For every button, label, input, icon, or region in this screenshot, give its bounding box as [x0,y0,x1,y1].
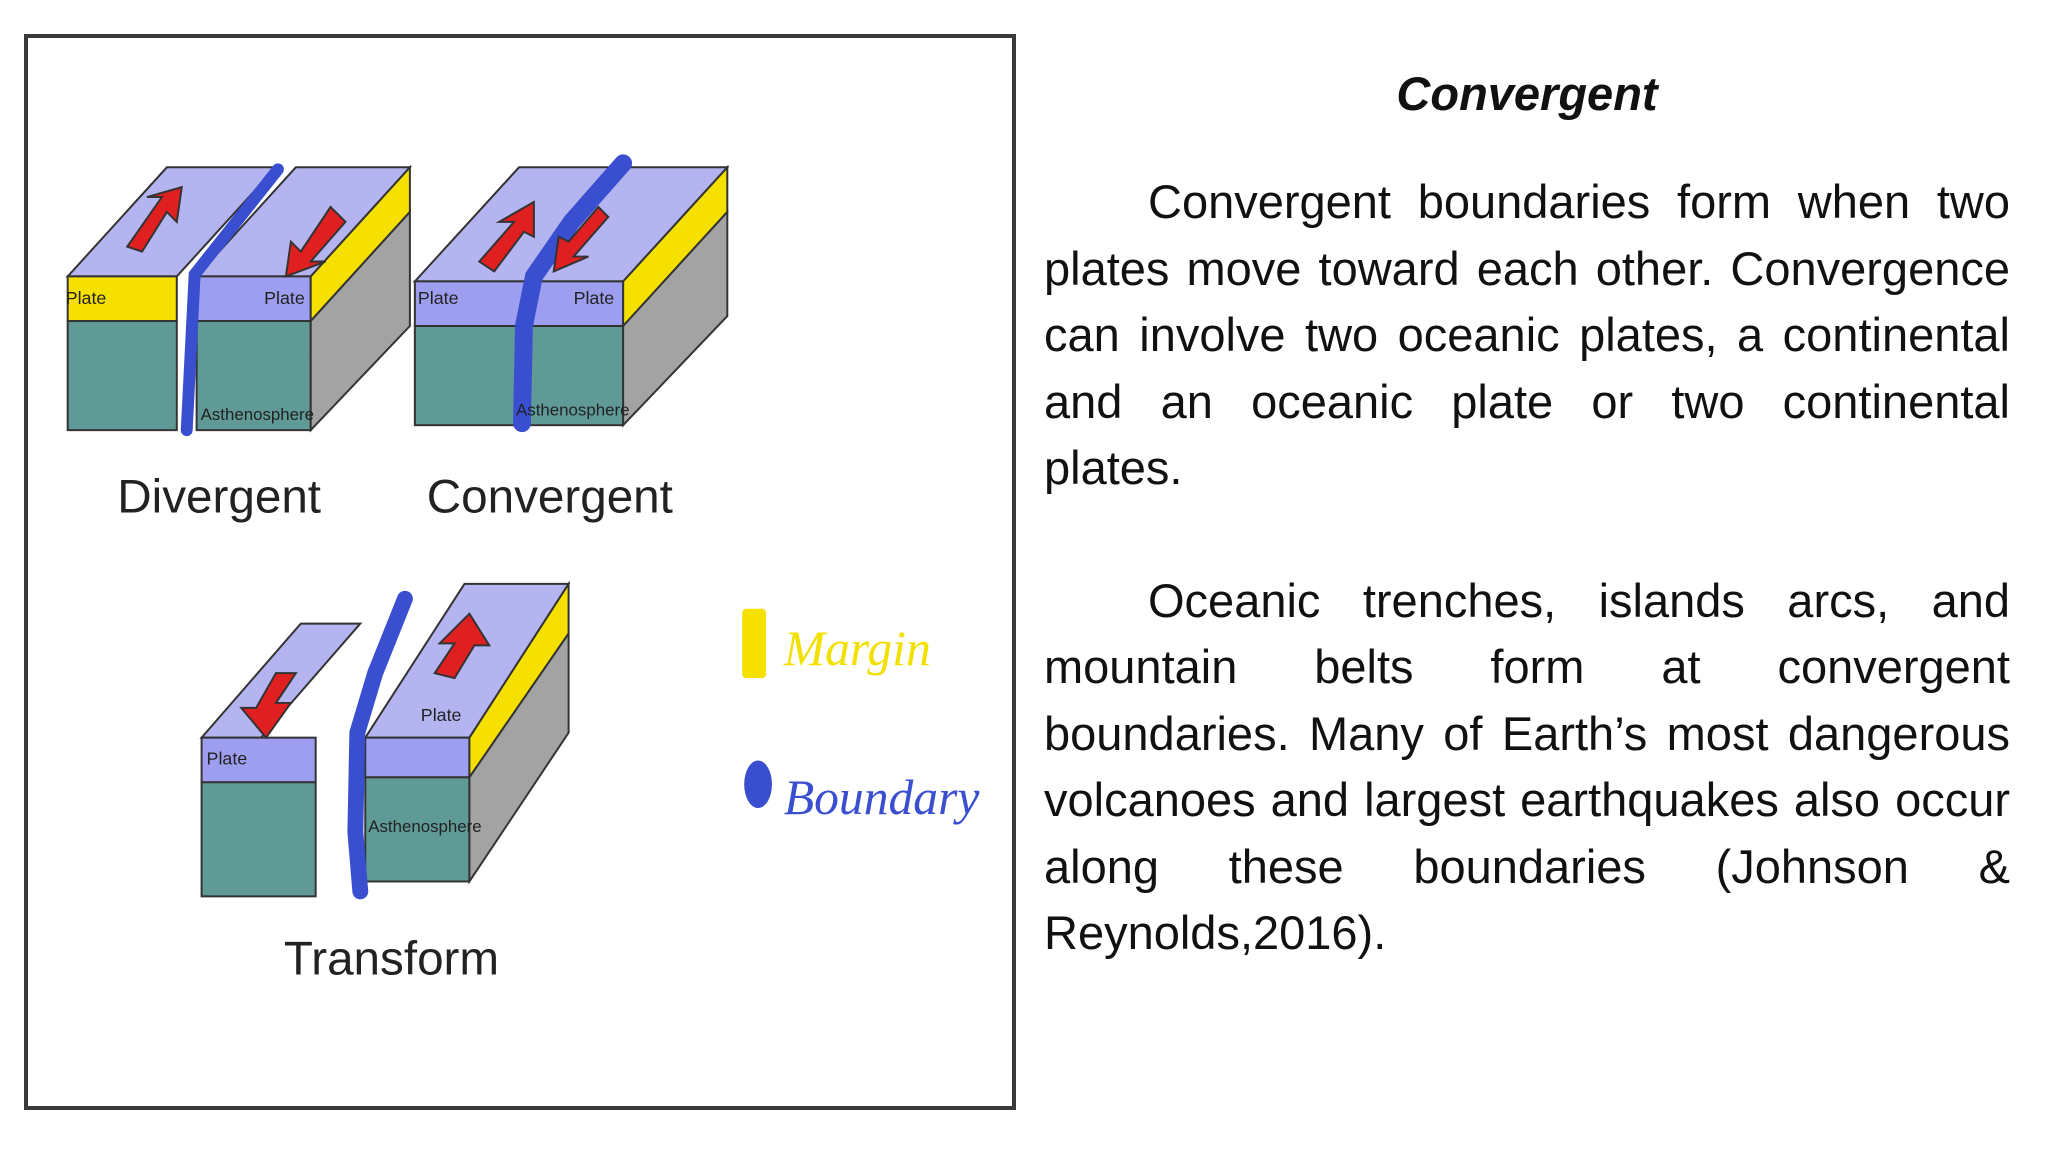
figure-frame: Plate Plate Asthenosphere Divergent Plat… [24,34,1016,1110]
arrow-down-icon [239,672,298,740]
convergent-block [412,154,730,433]
divergent-plate-right-label: Plate [264,288,305,308]
divergent-asthenosphere-label: Asthenosphere [201,405,314,424]
transform-title: Transform [284,933,499,986]
transform-asthenosphere-label: Asthenosphere [368,817,481,836]
divergent-title: Divergent [117,470,321,523]
convergent-plate-right-label: Plate [574,288,615,308]
divergent-plate-left-label: Plate [66,288,107,308]
transform-block [199,580,571,900]
convergent-plate-left-label: Plate [418,288,459,308]
legend-margin-label: Margin [783,621,931,676]
plate-boundaries-diagram: Plate Plate Asthenosphere Divergent Plat… [65,154,981,986]
arrow-up-icon [433,612,492,680]
transform-plate-right-label: Plate [421,705,462,725]
boundary-swatch-icon [744,760,772,809]
paragraph-1: Convergent boundaries form when two plat… [1044,175,2010,494]
arrow-right-icon [284,205,347,278]
section-heading: Convergent [1396,67,1658,120]
convergent-asthenosphere-label: Asthenosphere [516,400,629,419]
transform-plate-left-label: Plate [207,748,248,768]
margin-swatch-icon [742,608,766,679]
legend-boundary-label: Boundary [784,770,981,825]
divergent-block [65,163,413,437]
text-panel: Convergent Convergent boundaries form wh… [1044,66,2010,1033]
paragraph-2: Oceanic trenches, islands arcs, and moun… [1044,573,2010,960]
arrow-right-icon [477,200,535,273]
convergent-title: Convergent [427,470,673,523]
legend: Margin Boundary [742,608,981,825]
arrow-left-icon [125,185,183,253]
arrow-left-icon [552,205,610,274]
